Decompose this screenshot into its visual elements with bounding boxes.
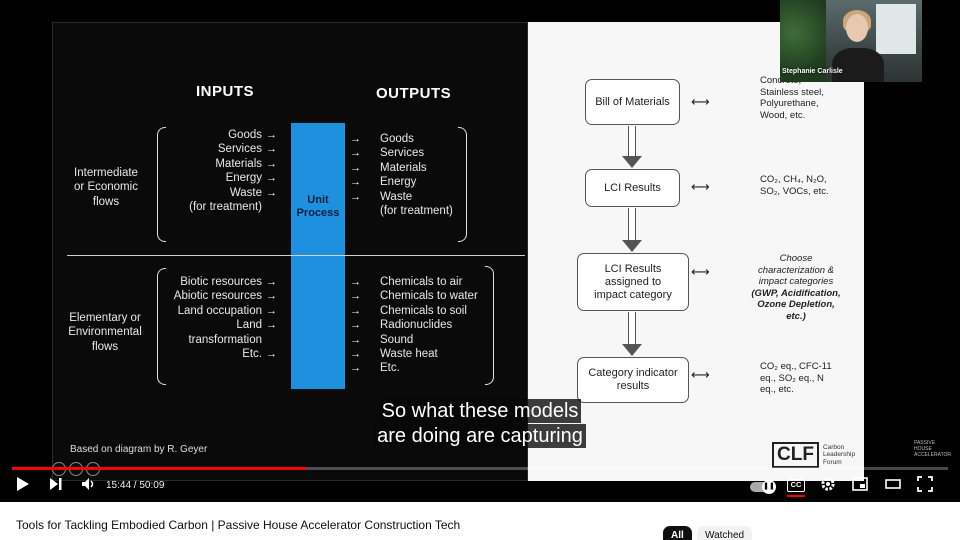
left-brace-bottom [157, 268, 166, 385]
speaker-name: Stephanie Carlisle [782, 68, 843, 75]
category-indicator-box: Category indicator results [577, 357, 689, 403]
right-brace-top [458, 127, 467, 242]
autoplay-toggle[interactable]: ❚❚ [750, 480, 776, 494]
bottom-inputs-list: Biotic resources Abiotic resources Land … [173, 276, 262, 361]
fullscreen-icon[interactable] [917, 476, 933, 499]
inputs-header: INPUTS [196, 83, 255, 100]
progress-bar[interactable] [12, 467, 948, 470]
closed-caption: So what these models are doing are captu… [0, 399, 960, 449]
theater-mode-icon[interactable] [885, 476, 901, 498]
left-brace-top [157, 127, 166, 242]
slide-lca-flowchart: Bill of Materials ⟷ Concrete, Stainless … [528, 22, 864, 481]
player-controls: 15:44 / 50:09 ❚❚ CC [0, 474, 960, 500]
double-arrow-4: ⟷ [691, 367, 710, 382]
diagram-attribution: Based on diagram by R. Geyer [70, 444, 208, 455]
double-arrow-3: ⟷ [691, 264, 710, 279]
filter-chip-all[interactable]: All [663, 526, 692, 540]
top-outputs-list: Goods Services Materials Energy Waste (f… [380, 133, 453, 218]
next-icon[interactable] [49, 476, 63, 499]
bill-of-materials-box: Bill of Materials [585, 79, 680, 125]
clf-logo: CLF Carbon Leadership Forum [772, 442, 855, 468]
bottom-output-arrows: →→→→→→→ [350, 276, 361, 375]
subtitles-active-indicator [787, 495, 805, 497]
double-arrow-2: ⟷ [691, 179, 710, 194]
unit-process-bar [291, 123, 345, 389]
lci-results-box: LCI Results [585, 169, 680, 207]
top-input-arrows: →→→→→ [266, 129, 277, 199]
passive-house-accelerator-logo: PASSIVE HOUSE ACCELERATOR [914, 440, 952, 458]
progress-fill [12, 467, 306, 470]
play-icon[interactable] [16, 476, 30, 499]
intermediate-flows-label: Intermediate or Economic flows [74, 167, 138, 208]
double-arrow-1: ⟷ [691, 94, 710, 109]
volume-icon[interactable] [81, 476, 97, 499]
caption-line-2: are doing are capturing [374, 424, 586, 448]
video-title: Tools for Tackling Embodied Carbon | Pas… [16, 518, 461, 532]
lci-note: CO₂, CH₄, N₂O, SO₂, VOCs, etc. [760, 174, 829, 197]
slide-unit-process-diagram: INPUTS OUTPUTS Intermediate or Economic … [52, 22, 528, 481]
speaker-webcam: Stephanie Carlisle [780, 0, 922, 82]
outputs-header: OUTPUTS [376, 85, 452, 102]
bottom-input-arrows: →→→→ → [266, 276, 277, 361]
right-brace-bottom [485, 266, 494, 385]
unit-process-label: Unit Process [296, 194, 340, 219]
settings-gear-icon[interactable] [820, 476, 836, 499]
below-player-area: Tools for Tackling Embodied Carbon | Pas… [0, 502, 960, 540]
top-output-arrows: →→→→→ [350, 133, 361, 203]
flows-divider [67, 255, 525, 256]
lci-assigned-note: Choose characterization & impact categor… [751, 253, 841, 322]
video-player[interactable]: INPUTS OUTPUTS Intermediate or Economic … [0, 0, 960, 502]
top-inputs-list: Goods Services Materials Energy Waste (f… [189, 129, 262, 214]
elementary-flows-label: Elementary or Environmental flows [68, 312, 142, 353]
filter-chip-watched[interactable]: Watched [697, 526, 753, 540]
subtitles-button[interactable]: CC [787, 479, 805, 492]
pause-icon: ❚❚ [762, 480, 776, 494]
category-note: CO₂ eq., CFC-11 eq., SO₂ eq., N eq., etc… [760, 361, 832, 395]
time-display: 15:44 / 50:09 [106, 480, 165, 491]
bottom-outputs-list: Chemicals to air Chemicals to water Chem… [380, 276, 478, 375]
miniplayer-icon[interactable] [852, 476, 868, 498]
caption-line-1: So what these models [378, 399, 582, 423]
lci-assigned-box: LCI Results assigned to impact category [577, 253, 689, 311]
